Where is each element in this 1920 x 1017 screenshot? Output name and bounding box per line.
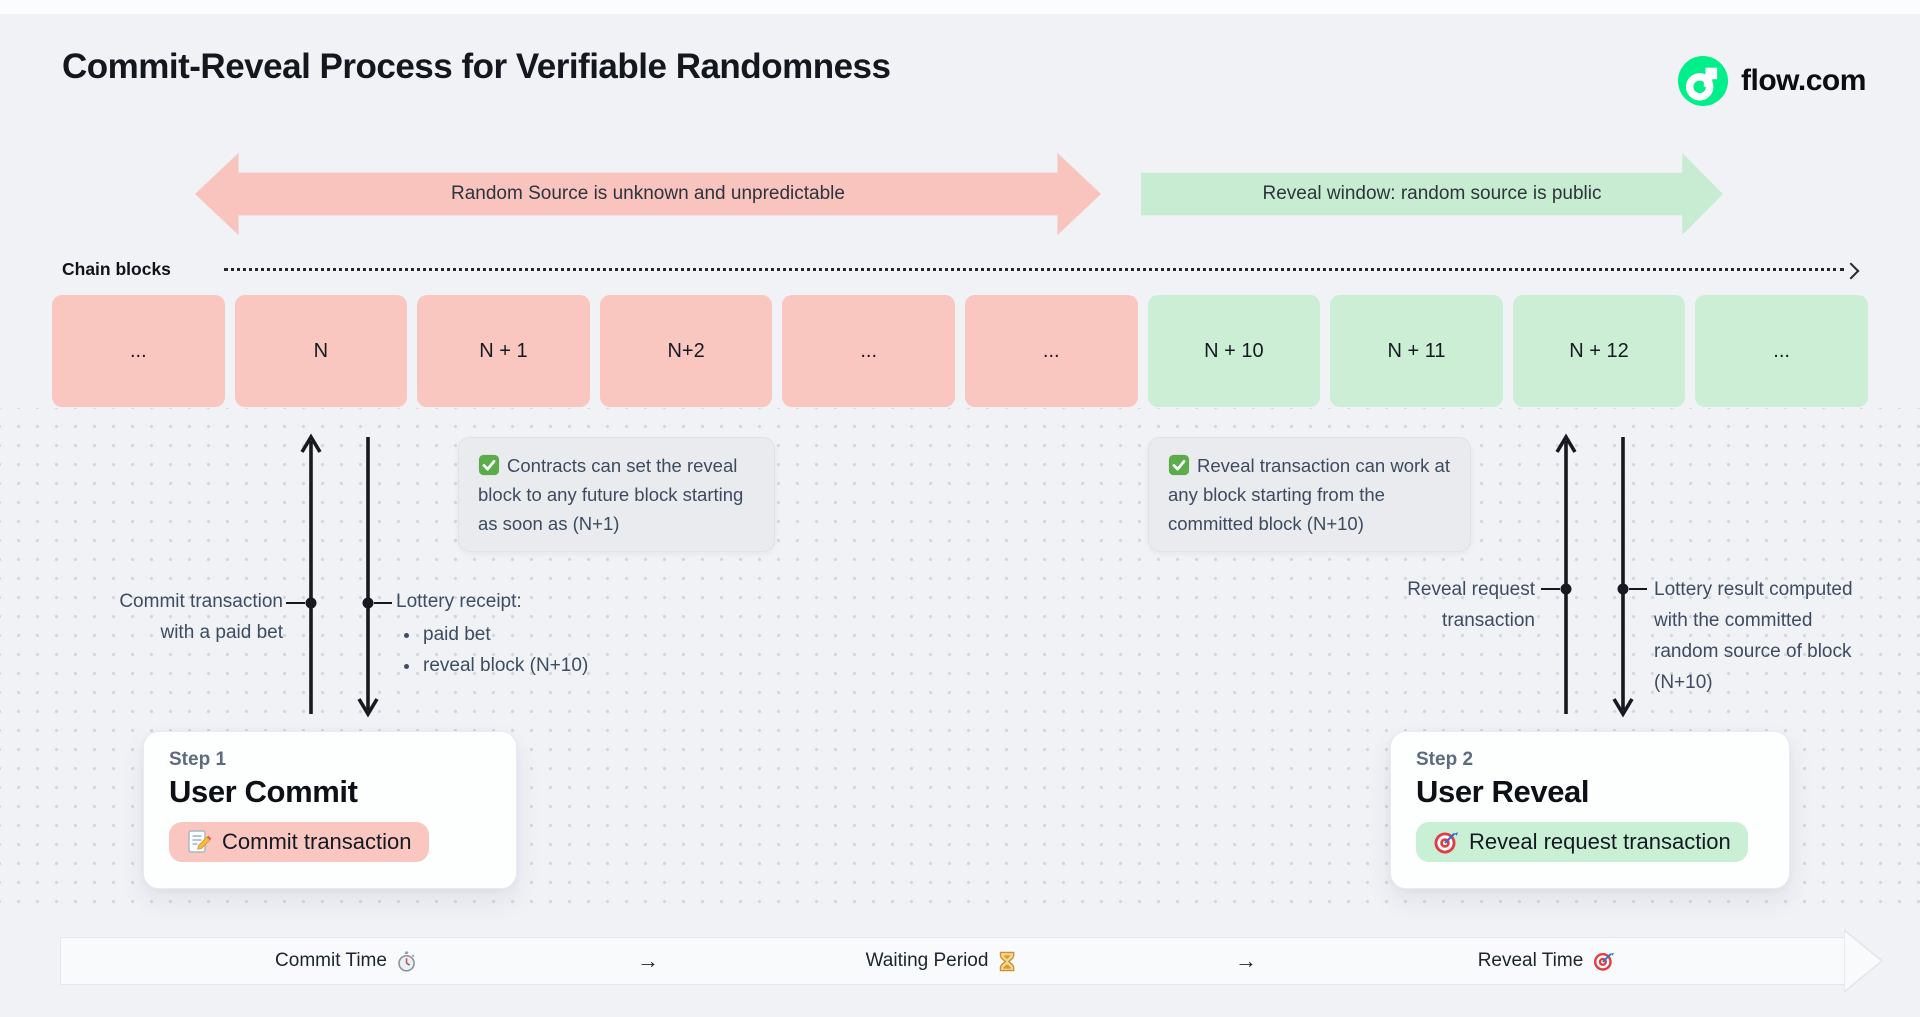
step-2-kicker: Step 2 [1416, 749, 1474, 770]
target-icon [1592, 950, 1614, 972]
chain-line-arrow-icon [1842, 262, 1860, 280]
timeline-arrow: → [637, 948, 659, 973]
commit-transaction-line2: with a paid bet [160, 622, 283, 643]
timeline-commit-label: Commit Time [275, 950, 387, 971]
lottery-receipt-label: Lottery receipt: paid bet reveal block (… [396, 586, 588, 681]
flow-logo-icon [1678, 56, 1728, 106]
step-2-title: User Reveal [1416, 774, 1590, 809]
check-icon [478, 454, 500, 476]
reveal-note-callout: Reveal transaction can work at any block… [1148, 437, 1471, 552]
chain-block: ... [52, 295, 225, 407]
target-icon [1433, 829, 1459, 855]
commit-note-text: Contracts can set the reveal block to an… [478, 455, 744, 534]
chain-block: N + 10 [1147, 295, 1321, 407]
lottery-receipt-item: reveal block (N+10) [421, 650, 588, 681]
step-1-pill-label: Commit transaction [222, 829, 412, 854]
top-strip [0, 0, 1920, 14]
chain-block: ... [782, 295, 955, 407]
timeline-waiting-label: Waiting Period [865, 950, 989, 971]
step-1-card: Step 1 User Commit Commit transaction [143, 731, 517, 889]
chain-block: ... [964, 295, 1138, 407]
reveal-note-text: Reveal transaction can work at any block… [1168, 455, 1450, 534]
commit-phase-arrow: Random Source is unknown and unpredictab… [195, 153, 1101, 235]
chain-blocks-row: ... N N + 1 N+2 ... ... N + 10 N + 11 N … [52, 295, 1868, 407]
stopwatch-icon [396, 950, 417, 972]
brand: flow.com [1678, 56, 1866, 106]
timeline-bar: Commit Time → Waiting Period [60, 937, 1846, 985]
chain-block: N + 11 [1330, 295, 1503, 407]
commit-transaction-label: Commit transaction with a paid bet [60, 586, 283, 648]
chain-dotted-line [224, 268, 1844, 271]
chain-blocks-label: Chain blocks [62, 259, 171, 279]
hourglass-icon [997, 951, 1016, 972]
lottery-receipt-item: paid bet [421, 619, 588, 650]
step-1-title: User Commit [169, 774, 358, 809]
lottery-result-label: Lottery result computed with the committ… [1654, 574, 1868, 698]
step-2-pill-label: Reveal request transaction [1469, 829, 1731, 854]
reveal-phase-label: Reveal window: random source is public [1262, 183, 1602, 204]
commit-note-callout: Contracts can set the reveal block to an… [458, 437, 775, 552]
reveal-request-line2: transaction [1442, 610, 1535, 631]
step-2-card: Step 2 User Reveal Reveal request transa… [1390, 731, 1790, 889]
timeline-reveal-label: Reveal Time [1477, 950, 1584, 971]
timeline-reveal-time: Reveal Time [1478, 950, 1615, 972]
lottery-receipt-title: Lottery receipt: [396, 591, 522, 612]
chain-block: N [234, 295, 408, 407]
brand-name: flow.com [1741, 64, 1866, 97]
page-title: Commit-Reveal Process for Verifiable Ran… [62, 47, 891, 86]
step-1-kicker: Step 1 [169, 749, 227, 770]
chain-block: N+2 [599, 295, 773, 407]
timeline-arrow: → [1235, 948, 1257, 973]
reveal-request-pill: Reveal request transaction [1416, 822, 1748, 862]
chain-block: N + 1 [417, 295, 590, 407]
chain-block: ... [1695, 295, 1868, 407]
memo-icon [186, 829, 212, 855]
chain-block: N + 12 [1512, 295, 1686, 407]
commit-transaction-line1: Commit transaction [119, 591, 283, 612]
check-icon [1168, 454, 1190, 476]
commit-phase-label: Random Source is unknown and unpredictab… [451, 183, 845, 204]
timeline-waiting-period: Waiting Period [866, 950, 1017, 972]
timeline-commit-time: Commit Time [275, 950, 417, 972]
timeline-arrowhead-icon [1844, 929, 1888, 995]
lottery-result-text: Lottery result computed with the committ… [1654, 579, 1853, 693]
reveal-request-label: Reveal request transaction [1320, 574, 1535, 636]
reveal-request-line1: Reveal request [1407, 579, 1535, 600]
reveal-phase-arrow: Reveal window: random source is public [1141, 153, 1723, 235]
commit-transaction-pill: Commit transaction [169, 822, 429, 862]
